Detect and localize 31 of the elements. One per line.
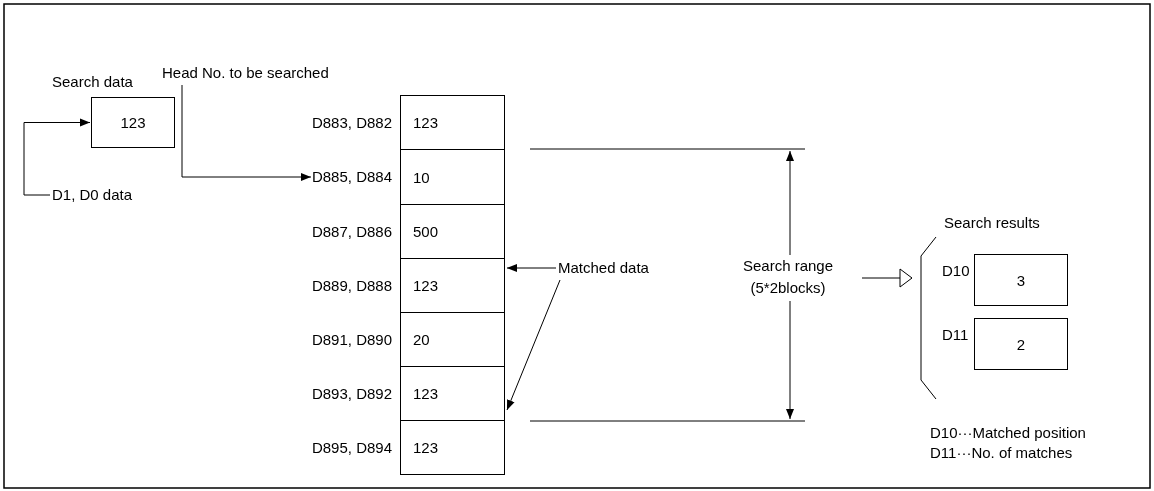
address-label: D885, D884 [311,168,392,186]
note-text: D11···No. of matches [930,444,1073,461]
data-cell: 20 [400,312,505,367]
data-cell: 123 [400,420,505,475]
address-label: D891, D890 [311,330,392,349]
data-cell: 123 [400,366,505,421]
arrow [861,268,913,288]
text-label: Head No. to be searched [162,62,362,84]
data-box: 3 [974,254,1068,306]
register-label: D10 [942,262,970,279]
address-label: D889, D888 [311,276,392,295]
arrow [181,84,312,181]
address-label: D895, D894 [311,438,392,457]
text-label: Matched data [558,257,693,279]
arrow [506,264,557,272]
address-label: D893, D892 [311,384,392,403]
register-label: D11 [942,326,969,343]
arrow [23,118,91,196]
address-label: D887, D886 [311,222,392,241]
data-cell: 10 [400,149,505,205]
data-cell: 500 [400,204,505,259]
note-text: D10···Matched position [930,424,1086,441]
text-label: D1, D0 data [52,184,162,206]
data-cell: 123 [400,258,505,313]
data-box: 123 [91,97,175,148]
data-cell: 123 [400,95,505,150]
box-heading: Search data [52,73,133,90]
address-label: D883, D882 [311,113,392,132]
data-box: 2 [974,318,1068,370]
arrow [506,279,561,411]
group-heading: Search results [944,214,1040,231]
